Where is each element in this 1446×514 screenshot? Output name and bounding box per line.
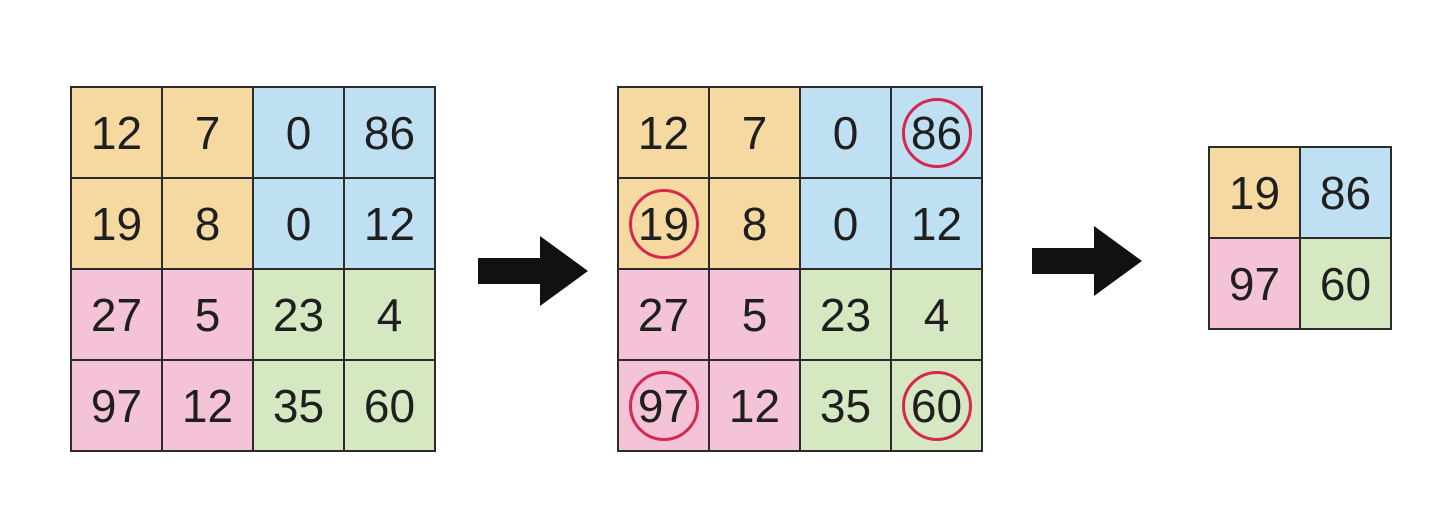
highlighted-cell: 86 (892, 88, 981, 177)
cell-value: 7 (194, 106, 221, 159)
cell-value: 5 (194, 288, 221, 341)
cell-value: 0 (285, 197, 312, 250)
max-selection-matrix: 12 7 0 86 19 8 0 12 27 5 23 4 97 12 35 60 (617, 86, 983, 452)
cell-value: 60 (1319, 257, 1372, 310)
highlighted-cell: 5 (710, 270, 799, 359)
highlighted-cell: 23 (801, 270, 890, 359)
cell-value: 27 (90, 288, 143, 341)
cell-value: 97 (90, 379, 143, 432)
output-cell: 19 (1210, 148, 1299, 237)
input-matrix: 12 7 0 86 19 8 0 12 27 5 23 4 97 12 35 60 (70, 86, 436, 452)
highlighted-cell: 8 (710, 179, 799, 268)
input-cell: 0 (254, 179, 343, 268)
highlighted-cell: 12 (710, 361, 799, 450)
input-cell: 12 (163, 361, 252, 450)
cell-value: 5 (741, 288, 768, 341)
right-arrow-shape (478, 236, 588, 306)
input-cell: 12 (345, 179, 434, 268)
cell-value: 86 (1319, 166, 1372, 219)
cell-value: 7 (741, 106, 768, 159)
input-cell: 23 (254, 270, 343, 359)
output-cell: 60 (1301, 239, 1390, 328)
input-cell: 4 (345, 270, 434, 359)
highlight-circle (628, 188, 699, 259)
cell-value: 60 (910, 379, 963, 432)
input-cell: 97 (72, 361, 161, 450)
cell-value: 97 (1228, 257, 1281, 310)
cell-value: 8 (741, 197, 768, 250)
input-cell: 8 (163, 179, 252, 268)
cell-value: 19 (1228, 166, 1281, 219)
highlighted-cell: 19 (619, 179, 708, 268)
input-cell: 5 (163, 270, 252, 359)
right-arrow-shape (1032, 226, 1142, 296)
highlighted-cell: 97 (619, 361, 708, 450)
highlight-circle (628, 370, 699, 441)
cell-value: 97 (637, 379, 690, 432)
cell-value: 19 (90, 197, 143, 250)
input-cell: 27 (72, 270, 161, 359)
highlighted-cell: 27 (619, 270, 708, 359)
cell-value: 27 (637, 288, 690, 341)
cell-value: 23 (819, 288, 872, 341)
highlight-circle (901, 97, 972, 168)
pooled-output-matrix: 19 86 97 60 (1208, 146, 1392, 330)
highlighted-cell: 4 (892, 270, 981, 359)
cell-value: 23 (272, 288, 325, 341)
input-cell: 19 (72, 179, 161, 268)
output-cell: 97 (1210, 239, 1299, 328)
input-cell: 12 (72, 88, 161, 177)
highlighted-cell: 12 (892, 179, 981, 268)
right-arrow-icon (1032, 226, 1142, 296)
cell-value: 0 (285, 106, 312, 159)
cell-value: 86 (910, 106, 963, 159)
highlighted-cell: 60 (892, 361, 981, 450)
input-cell: 0 (254, 88, 343, 177)
cell-value: 12 (90, 106, 143, 159)
cell-value: 60 (363, 379, 416, 432)
cell-value: 4 (923, 288, 950, 341)
highlighted-cell: 0 (801, 88, 890, 177)
input-cell: 86 (345, 88, 434, 177)
cell-value: 12 (728, 379, 781, 432)
highlighted-cell: 7 (710, 88, 799, 177)
highlight-circle (901, 370, 972, 441)
cell-value: 4 (376, 288, 403, 341)
highlighted-cell: 35 (801, 361, 890, 450)
highlighted-cell: 12 (619, 88, 708, 177)
cell-value: 12 (910, 197, 963, 250)
input-cell: 60 (345, 361, 434, 450)
cell-value: 8 (194, 197, 221, 250)
cell-value: 12 (363, 197, 416, 250)
output-cell: 86 (1301, 148, 1390, 237)
cell-value: 0 (832, 106, 859, 159)
cell-value: 86 (363, 106, 416, 159)
cell-value: 35 (272, 379, 325, 432)
highlighted-cell: 0 (801, 179, 890, 268)
cell-value: 12 (181, 379, 234, 432)
cell-value: 35 (819, 379, 872, 432)
cell-value: 0 (832, 197, 859, 250)
input-cell: 7 (163, 88, 252, 177)
right-arrow-icon (478, 236, 588, 306)
input-cell: 35 (254, 361, 343, 450)
cell-value: 19 (637, 197, 690, 250)
cell-value: 12 (637, 106, 690, 159)
